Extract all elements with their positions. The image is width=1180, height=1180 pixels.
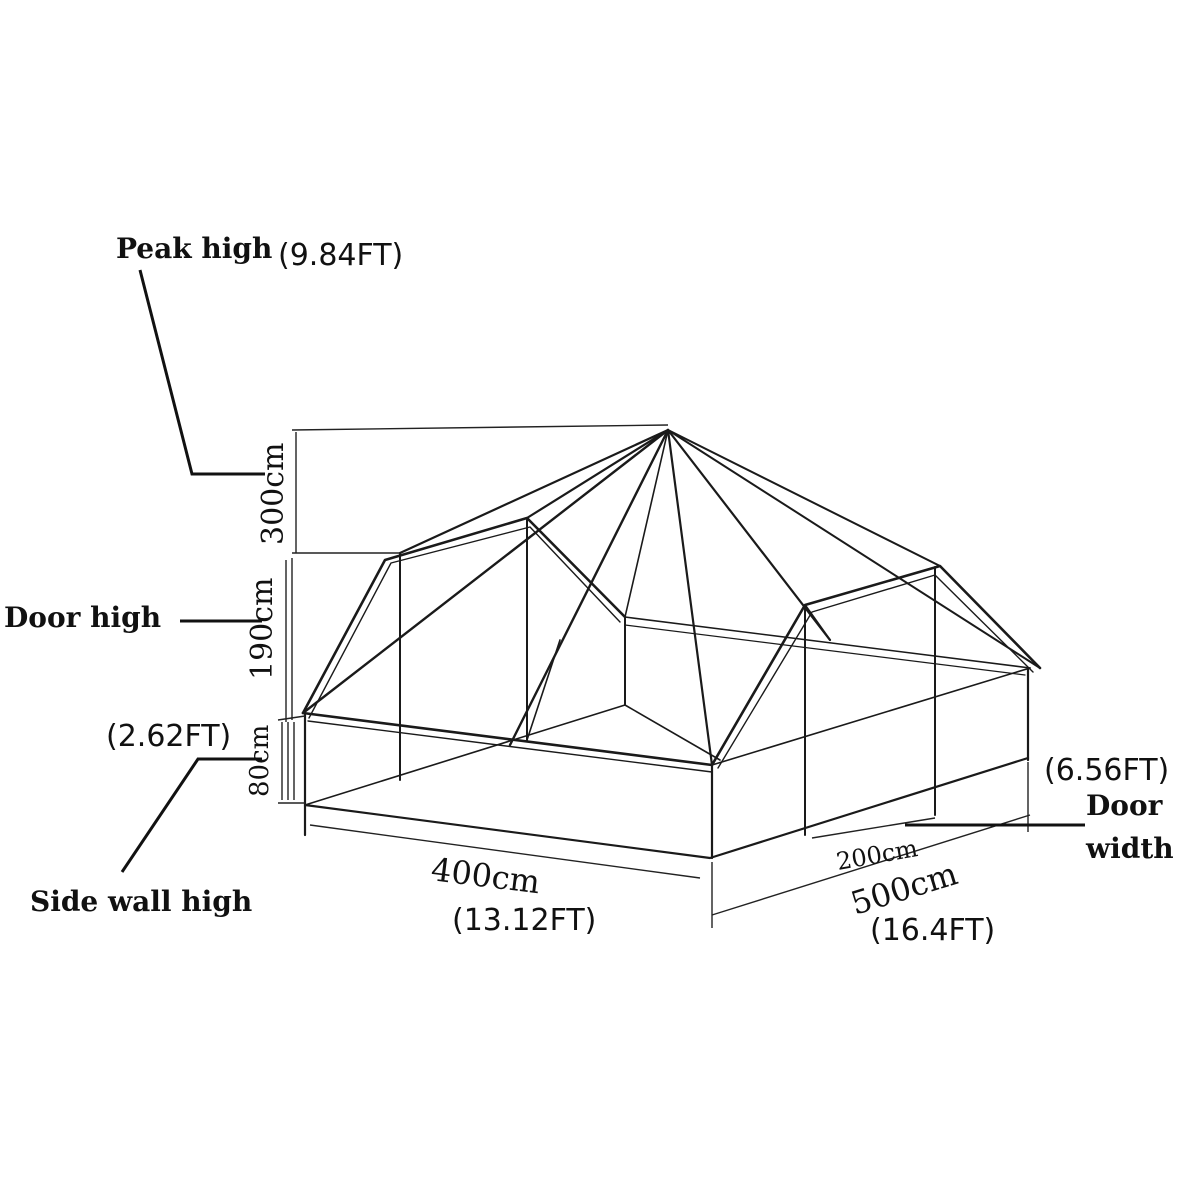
door-width-label-1: Door [1086,789,1164,822]
rafter-8 [667,429,1041,669]
leader-lines [120,269,1085,873]
rafter-10 [526,639,561,741]
floor-outline [303,756,1030,860]
side-wall-height-value: 80cm [245,725,275,797]
tent-frame [301,428,1042,860]
eave-back [624,616,1031,669]
gable-left-door [301,516,627,715]
peak-height-value: 300cm [256,442,291,545]
length-dim-line [711,814,1031,916]
peak-high-ft-label: (9.84FT) [278,238,403,273]
eave-right [711,667,1031,766]
side-wall-ft-label: (2.62FT) [106,719,231,754]
rafter-3 [525,428,670,520]
length-ft-value: (16.4FT) [870,913,995,948]
floor-back-left [304,704,626,806]
rafter-1 [301,428,670,715]
door-width-label-2: width [1085,832,1174,865]
height-dimensions [277,424,1031,928]
door-high-label: Door high [4,601,161,634]
width-dim-line [309,824,701,879]
side-wall-leader [120,757,262,873]
width-ft-value: (13.12FT) [452,903,596,938]
door-width-dim-line [811,817,936,839]
gable-right-door-inner [717,574,1034,769]
floor-back-right [624,704,721,761]
width-value: 400cm [429,850,542,901]
rafter-7 [667,429,941,567]
door-height-value: 190cm [245,577,280,680]
peak-high-label: Peak high [116,232,272,265]
gable-right-door [710,564,1042,767]
peak-leader [138,269,265,476]
eave-back-inner [624,624,1026,676]
rafter-6 [666,428,832,642]
side-wall-high-label: Side wall high [30,885,252,918]
eave-front [301,711,714,767]
rafter-2 [398,428,670,555]
peak-extension [291,424,669,431]
door-width-ft-label: (6.56FT) [1044,753,1169,788]
rafter-4 [508,428,670,747]
eave-front-inner [307,720,713,773]
rafter-5 [666,428,714,767]
wall-top-ext [277,715,306,721]
rafter-9 [624,429,669,618]
gable-left-door-inner [308,526,621,719]
